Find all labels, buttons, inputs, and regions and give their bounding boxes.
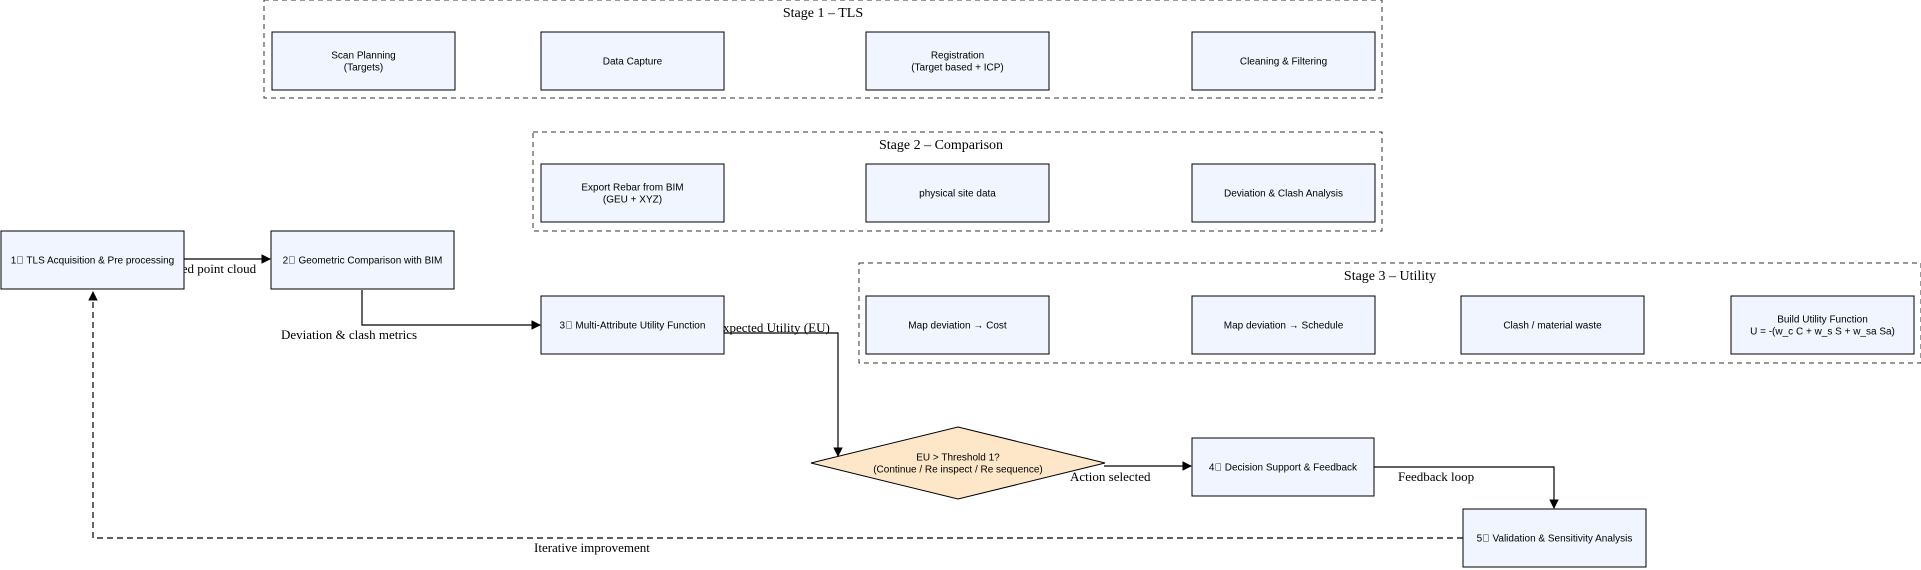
edge-label-deviation-metrics: Deviation & clash metrics	[281, 327, 417, 342]
node-shape	[865, 31, 1050, 91]
edge-mau-to-decision	[724, 332, 843, 457]
node-tls-acq: 1⃣ TLS Acquisition & Pre processing	[0, 230, 185, 290]
node-label: 3⃣ Multi-Attribute Utility Function	[560, 321, 706, 332]
node-shape	[1191, 163, 1376, 223]
edge-support-to-validation	[1374, 466, 1559, 509]
node-label: Deviation & Clash Analysis	[1224, 189, 1343, 200]
node-shape	[1460, 295, 1645, 355]
edge-validation-to-tls	[88, 291, 1463, 539]
node-shape	[540, 163, 725, 223]
node-shape	[1191, 31, 1376, 91]
node-label: (Target based + ICP)	[911, 63, 1004, 74]
node-label: 5⃣ Validation & Sensitivity Analysis	[1477, 534, 1633, 545]
node-label: Clash / material waste	[1503, 321, 1602, 332]
node-shape	[810, 426, 1106, 500]
node-shape	[1191, 295, 1376, 355]
edges	[88, 254, 1559, 539]
node-shape	[540, 295, 725, 355]
cluster-stage1-title: Stage 1 – TLS	[783, 6, 863, 21]
node-scan-planning: Scan Planning(Targets)	[271, 31, 456, 91]
node-deviation-clash: Deviation & Clash Analysis	[1191, 163, 1376, 223]
node-shape	[271, 31, 456, 91]
node-label: Export Rebar from BIM	[581, 183, 683, 194]
cluster-stage1: Stage 1 – TLS	[263, 0, 1383, 99]
node-shape	[1462, 508, 1647, 568]
node-map-cost: Map deviation → Cost	[865, 295, 1050, 355]
node-label: physical site data	[919, 189, 996, 200]
node-clash-waste: Clash / material waste	[1460, 295, 1645, 355]
node-map-schedule: Map deviation → Schedule	[1191, 295, 1376, 355]
node-shape	[865, 295, 1050, 355]
node-shape	[0, 230, 185, 290]
node-shape	[270, 230, 455, 290]
node-shape	[1730, 295, 1915, 355]
node-export-rebar: Export Rebar from BIM(GEU + XYZ)	[540, 163, 725, 223]
cluster-stage3: Stage 3 – Utility	[858, 262, 1921, 364]
node-shape	[1191, 437, 1375, 497]
node-label: Data Capture	[603, 57, 663, 68]
node-decision-support: 4⃣ Decision Support & Feedback	[1191, 437, 1375, 497]
node-label: Registration	[931, 51, 984, 62]
node-label: 2⃣ Geometric Comparison with BIM	[283, 256, 443, 267]
edge-label-feedback-loop: Feedback loop	[1398, 469, 1474, 484]
cluster-stage2-title: Stage 2 – Comparison	[879, 138, 1003, 153]
node-registration: Registration(Target based + ICP)	[865, 31, 1050, 91]
node-label: 4⃣ Decision Support & Feedback	[1209, 463, 1358, 474]
node-decision-threshold: EU > Threshold 1?(Continue / Re inspect …	[810, 426, 1106, 500]
node-shape	[540, 31, 725, 91]
node-physical-site: physical site data	[865, 163, 1050, 223]
node-label: EU > Threshold 1?	[916, 453, 1000, 464]
node-data-capture: Data Capture	[540, 31, 725, 91]
node-validation: 5⃣ Validation & Sensitivity Analysis	[1462, 508, 1647, 568]
node-geo-compare: 2⃣ Geometric Comparison with BIM	[270, 230, 455, 290]
nodes: Scan Planning(Targets) Data Capture Regist…	[0, 31, 1915, 568]
node-cleaning: Cleaning & Filtering	[1191, 31, 1376, 91]
node-label: (Targets)	[344, 63, 383, 74]
node-label: (GEU + XYZ)	[603, 195, 662, 206]
node-label: Cleaning & Filtering	[1240, 57, 1327, 68]
node-label: Map deviation → Schedule	[1224, 321, 1344, 332]
edge-label-iterative: Iterative improvement	[534, 540, 650, 555]
node-shape	[865, 163, 1050, 223]
node-label: Build Utility Function	[1777, 315, 1868, 326]
cluster-stage2: Stage 2 – Comparison	[532, 131, 1383, 232]
cluster-stage3-title: Stage 3 – Utility	[1344, 269, 1436, 284]
node-label: Map deviation → Cost	[908, 321, 1007, 332]
edge-label-action-selected: Action selected	[1070, 469, 1151, 484]
node-label: (Continue / Re inspect / Re sequence)	[873, 465, 1043, 476]
node-label: 1⃣ TLS Acquisition & Pre processing	[11, 256, 175, 267]
edge-geo-to-mau	[361, 290, 541, 330]
edge-label-expected-utility: Expected Utility (EU)	[715, 320, 830, 335]
node-label: U = -(w_c C + w_s S + w_sa Sa)	[1750, 327, 1895, 338]
node-label: Scan Planning	[331, 51, 396, 62]
node-mau: 3⃣ Multi-Attribute Utility Function	[540, 295, 725, 355]
